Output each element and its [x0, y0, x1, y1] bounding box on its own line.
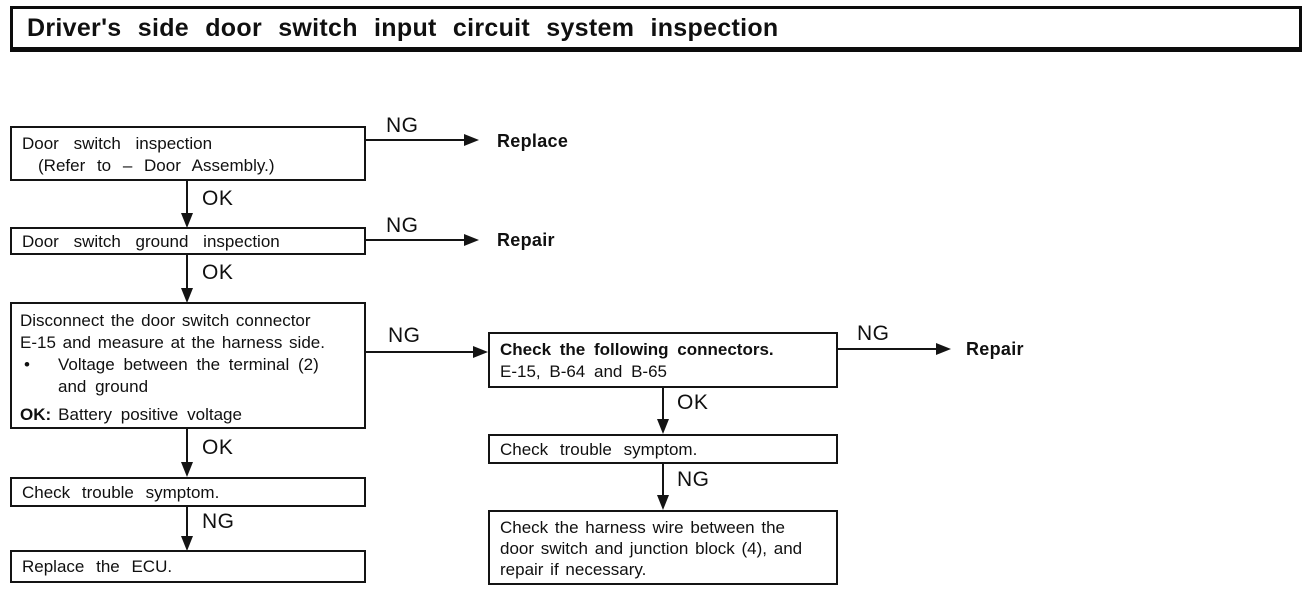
ok-arrow-3-head: [181, 462, 193, 477]
ok-label-2: OK: [202, 261, 234, 284]
ok-arrow-2-line: [186, 255, 188, 288]
box-check-trouble-left: Check trouble symptom.: [10, 477, 366, 507]
box-check-connectors: Check the following connectors. E-15, B-…: [488, 332, 838, 388]
ng-arrow-5-line: [186, 507, 188, 536]
ng-label-3: NG: [388, 324, 421, 347]
ng-arrow-2-head: [464, 234, 479, 246]
box-check-harness-line3: repair if necessary.: [500, 560, 647, 579]
ng-arrow-right-head: [657, 495, 669, 510]
ng-arrow-4-head: [936, 343, 951, 355]
box-disconnect-ok-text: Battery positive voltage: [58, 405, 242, 424]
box-check-harness-line2: door switch and junction block (4), and: [500, 539, 803, 558]
box-disconnect-measure: Disconnect the door switch connector E-1…: [10, 302, 366, 429]
box-disconnect-line1: Disconnect the door switch connector: [20, 311, 311, 330]
ng-arrow-5-head: [181, 536, 193, 551]
ok-label-1: OK: [202, 187, 234, 210]
ng-arrow-3-line: [366, 351, 473, 353]
box-door-switch-inspection-line2: (Refer to – Door Assembly.): [38, 156, 275, 175]
terminal-repair-top: Repair: [497, 230, 555, 250]
bullet-icon: •: [24, 355, 30, 374]
ok-arrow-2-head: [181, 288, 193, 303]
page-title: Driver's side door switch input circuit …: [10, 6, 1302, 52]
box-disconnect-ok-prefix: OK:: [20, 405, 52, 424]
ng-label-1: NG: [386, 114, 419, 137]
box-door-switch-inspection-line1: Door switch inspection: [22, 134, 213, 153]
ng-arrow-1-line: [366, 139, 464, 141]
box-disconnect-bullet-line1: Voltage between the terminal (2): [58, 355, 319, 374]
ng-label-5: NG: [202, 510, 235, 533]
ng-arrow-1-head: [464, 134, 479, 146]
box-replace-ecu: Replace the ECU.: [10, 550, 366, 583]
box-check-harness: Check the harness wire between the door …: [488, 510, 838, 585]
terminal-repair-right: Repair: [966, 339, 1024, 359]
ok-arrow-3-line: [186, 429, 188, 462]
ok-label-3: OK: [202, 436, 234, 459]
box-check-connectors-line2: E-15, B-64 and B-65: [500, 362, 667, 381]
box-disconnect-line2: E-15 and measure at the harness side.: [20, 333, 325, 352]
box-check-harness-line1: Check the harness wire between the: [500, 518, 785, 537]
ok-arrow-1-head: [181, 213, 193, 228]
box-door-switch-inspection: Door switch inspection (Refer to – Door …: [10, 126, 366, 181]
ok-arrow-right-head: [657, 419, 669, 434]
ng-label-4: NG: [857, 322, 890, 345]
ng-label-right: NG: [677, 468, 710, 491]
box-ground-inspection: Door switch ground inspection: [10, 227, 366, 255]
ok-label-right: OK: [677, 391, 709, 414]
terminal-replace: Replace: [497, 131, 569, 151]
box-disconnect-bullet-item: • Voltage between the terminal (2) and g…: [20, 354, 356, 398]
ok-arrow-1-line: [186, 181, 188, 213]
ng-arrow-4-line: [838, 348, 936, 350]
ng-arrow-3-head: [473, 346, 488, 358]
ok-arrow-right-line: [662, 388, 664, 419]
ng-arrow-2-line: [366, 239, 464, 241]
ng-arrow-right-line: [662, 464, 664, 495]
box-disconnect-ok-line: OK: Battery positive voltage: [20, 404, 356, 426]
box-disconnect-bullet-line2: and ground: [58, 377, 149, 396]
box-disconnect-bullet-text: Voltage between the terminal (2) and gro…: [58, 354, 319, 398]
ng-label-2: NG: [386, 214, 419, 237]
box-check-trouble-right: Check trouble symptom.: [488, 434, 838, 464]
box-check-connectors-line1: Check the following connectors.: [500, 340, 774, 359]
